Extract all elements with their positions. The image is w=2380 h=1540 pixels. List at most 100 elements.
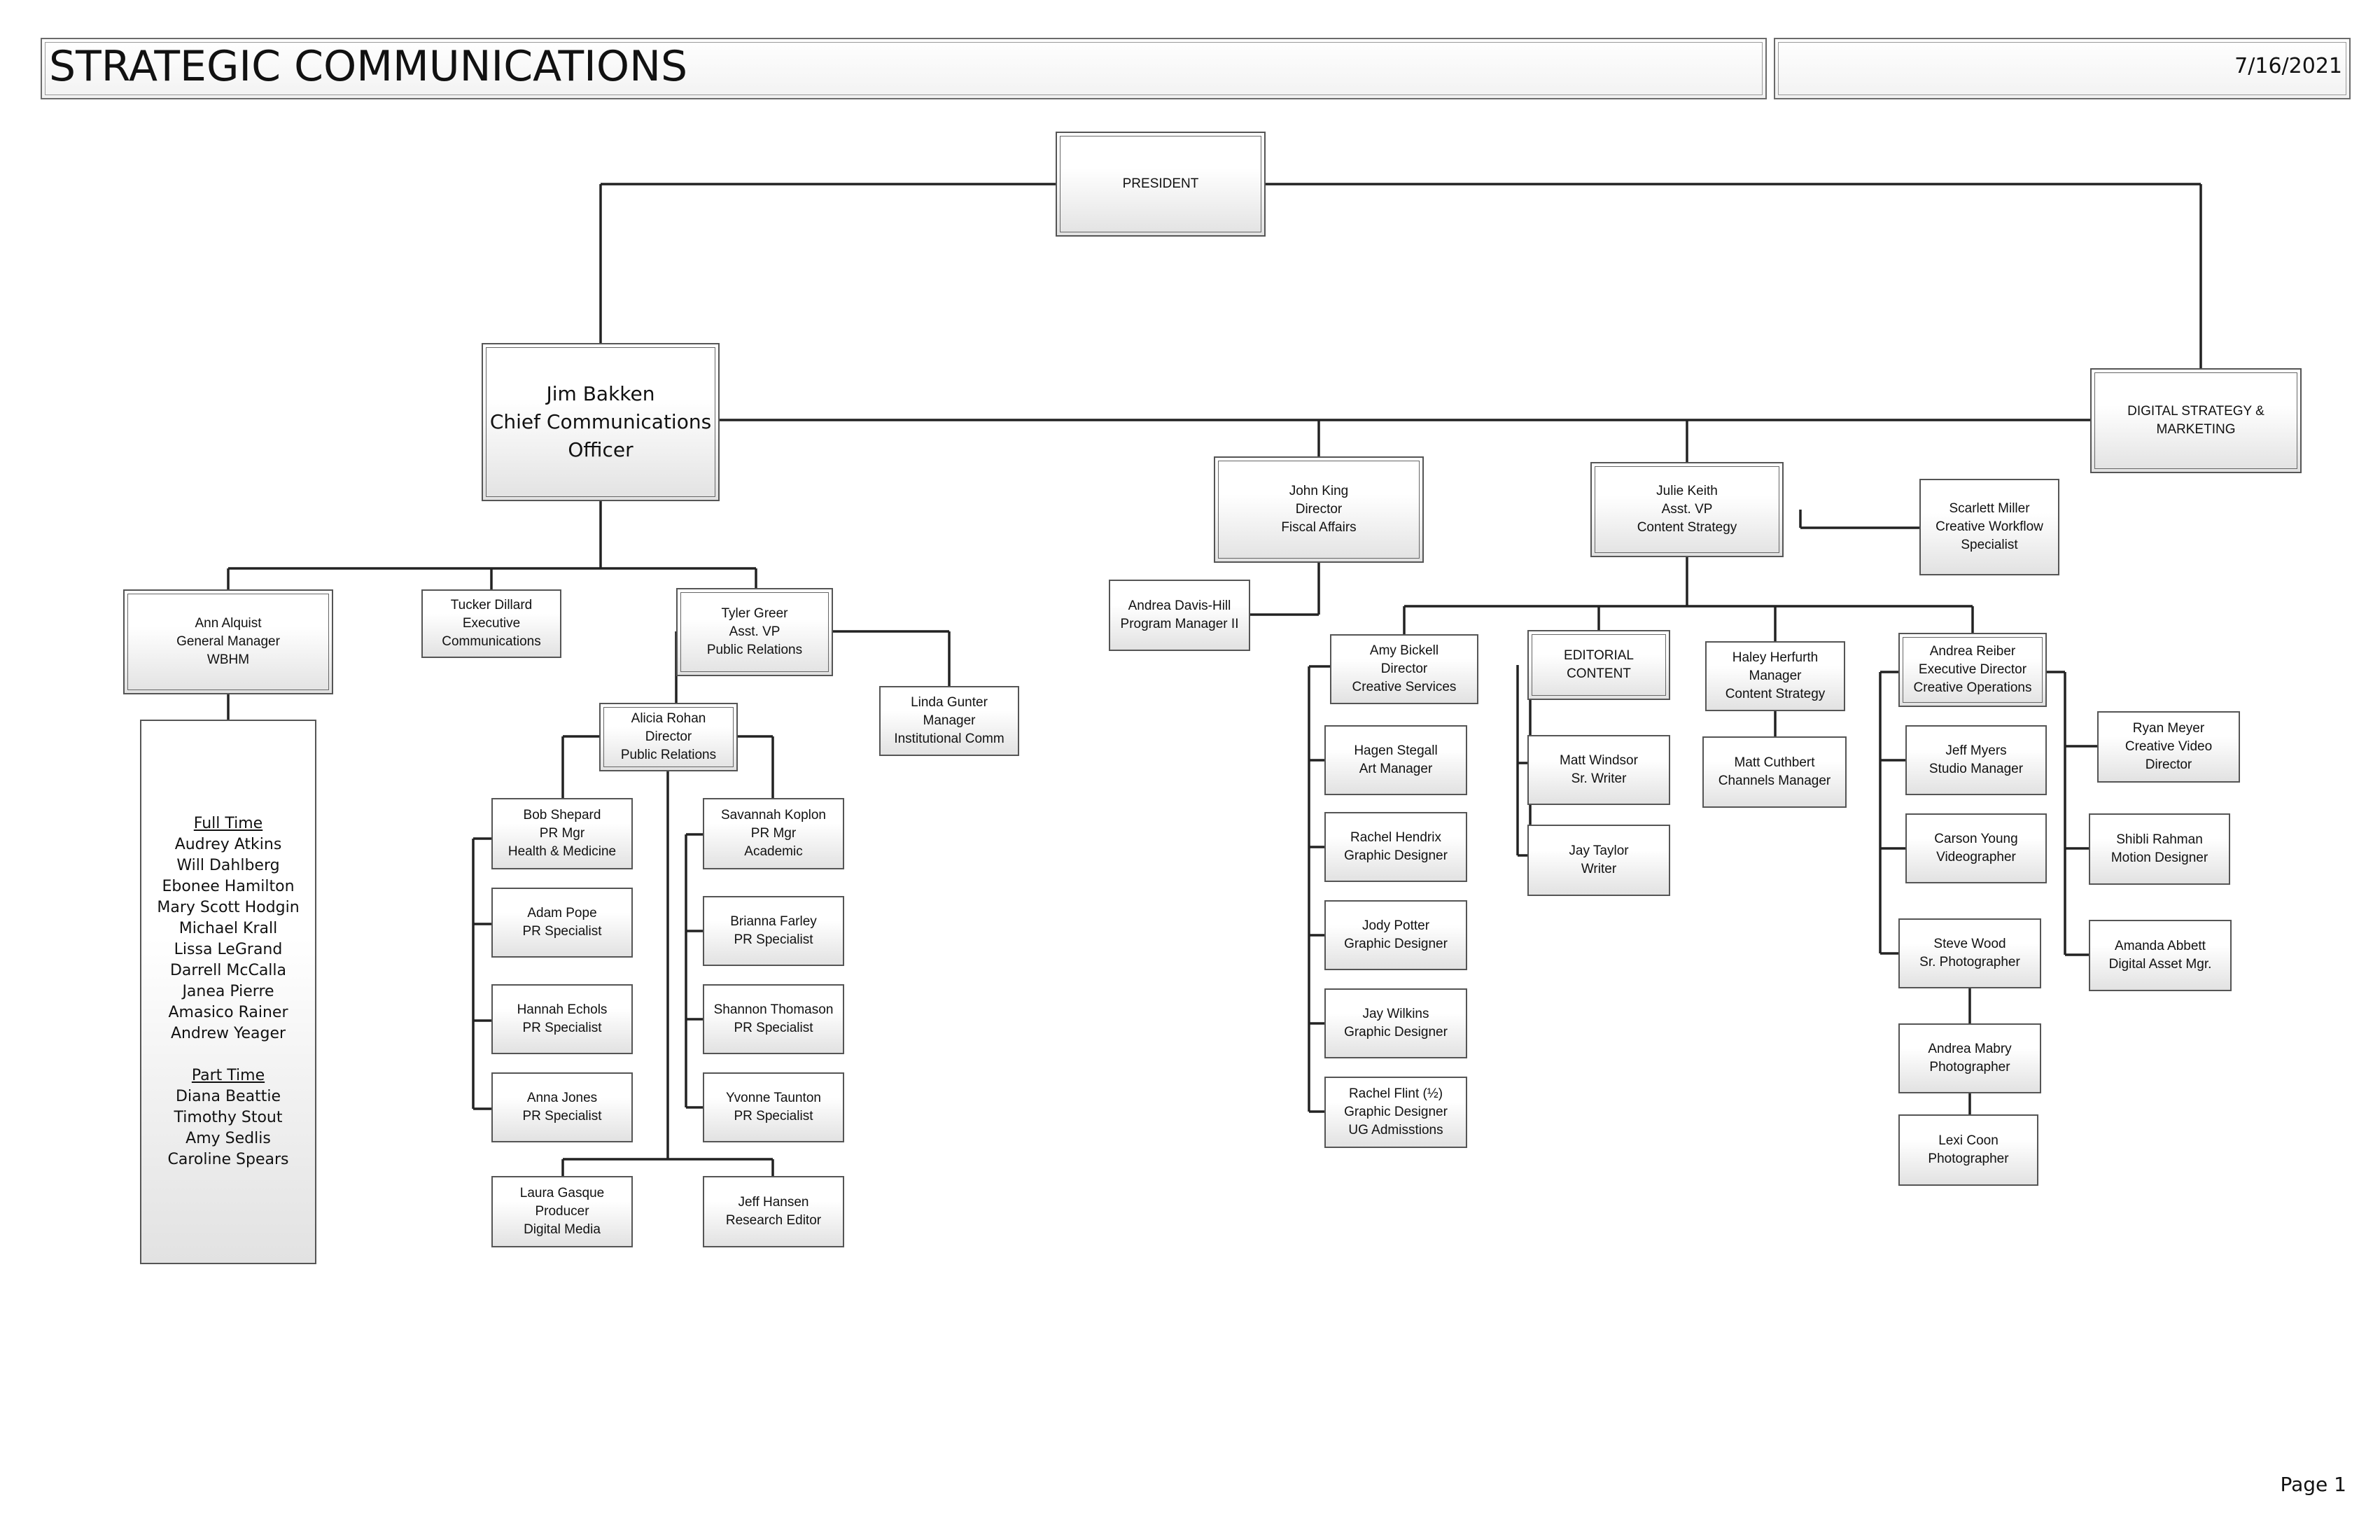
staff-member: Michael Krall bbox=[178, 920, 278, 937]
davishill-label: Andrea Davis-Hill Program Manager II bbox=[1120, 598, 1239, 631]
taylor-box: Jay Taylor Writer bbox=[1527, 825, 1670, 896]
gasque-label: Laura Gasque Producer Digital Media bbox=[519, 1186, 605, 1237]
jones-box: Anna Jones PR Specialist bbox=[491, 1072, 633, 1142]
president-label: PRESIDENT bbox=[1122, 176, 1199, 191]
wbhm-staff-list: Full Time Audrey Atkins Will Dahlberg Eb… bbox=[140, 720, 316, 1264]
abbett-label: Amanda Abbett Digital Asset Mgr. bbox=[2108, 939, 2212, 972]
gunter-label: Linda Gunter Manager Institutional Comm bbox=[894, 695, 1004, 746]
page-date: 7/16/2021 bbox=[2234, 54, 2342, 78]
stegall-box: Hagen Stegall Art Manager bbox=[1324, 725, 1467, 795]
bickell-label: Amy Bickell Director Creative Services bbox=[1352, 643, 1457, 694]
echols-box: Hannah Echols PR Specialist bbox=[491, 984, 633, 1054]
staff-member: Mary Scott Hodgin bbox=[157, 899, 300, 916]
thomason-box: Shannon Thomason PR Specialist bbox=[703, 984, 844, 1054]
stegall-label: Hagen Stegall Art Manager bbox=[1354, 743, 1438, 776]
staff-member: Will Dahlberg bbox=[176, 857, 280, 874]
windsor-box: Matt Windsor Sr. Writer bbox=[1527, 735, 1670, 805]
king-box: John King Director Fiscal Affairs bbox=[1214, 456, 1424, 563]
keith-label: Julie Keith Asst. VP Content Strategy bbox=[1637, 484, 1737, 535]
alquist-box: Ann Alquist General Manager WBHM bbox=[123, 589, 333, 694]
dillard-box: Tucker Dillard Executive Communications bbox=[421, 589, 561, 658]
young-box: Carson Young Videographer bbox=[1905, 813, 2047, 883]
koplon-box: Savannah Koplon PR Mgr Academic bbox=[703, 798, 844, 869]
potter-box: Jody Potter Graphic Designer bbox=[1324, 900, 1467, 970]
cuthbert-box: Matt Cuthbert Channels Manager bbox=[1702, 736, 1847, 808]
wilkins-label: Jay Wilkins Graphic Designer bbox=[1344, 1007, 1448, 1040]
alquist-label: Ann Alquist General Manager WBHM bbox=[176, 616, 280, 667]
pope-label: Adam Pope PR Specialist bbox=[522, 906, 602, 939]
page-title: STRATEGIC COMMUNICATIONS bbox=[49, 42, 688, 91]
title-bar: STRATEGIC COMMUNICATIONS bbox=[41, 38, 1767, 99]
farley-label: Brianna Farley PR Specialist bbox=[730, 914, 817, 947]
wood-label: Steve Wood Sr. Photographer bbox=[1919, 937, 2020, 969]
herfurth-box: Haley Herfurth Manager Content Strategy bbox=[1705, 641, 1845, 711]
staff-member: Ebonee Hamilton bbox=[162, 878, 295, 895]
taunton-box: Yvonne Taunton PR Specialist bbox=[703, 1072, 844, 1142]
myers-box: Jeff Myers Studio Manager bbox=[1905, 725, 2047, 795]
digital-strategy-box: DIGITAL STRATEGY & MARKETING bbox=[2090, 368, 2302, 473]
digital-strategy-label: DIGITAL STRATEGY & MARKETING bbox=[2127, 404, 2264, 437]
cuthbert-label: Matt Cuthbert Channels Manager bbox=[1718, 755, 1831, 788]
greer-box: Tyler Greer Asst. VP Public Relations bbox=[676, 588, 833, 676]
davishill-box: Andrea Davis-Hill Program Manager II bbox=[1109, 580, 1250, 651]
president-box: PRESIDENT bbox=[1056, 132, 1266, 237]
meyer-box: Ryan Meyer Creative Video Director bbox=[2097, 711, 2240, 783]
editorial-box: EDITORIAL CONTENT bbox=[1527, 630, 1670, 700]
mabry-label: Andrea Mabry Photographer bbox=[1928, 1042, 2012, 1074]
staff-member: Amy Sedlis bbox=[186, 1130, 271, 1147]
potter-label: Jody Potter Graphic Designer bbox=[1344, 918, 1448, 951]
dillard-label: Tucker Dillard Executive Communications bbox=[442, 598, 541, 649]
cco-box: Jim Bakken Chief Communications Officer bbox=[482, 343, 720, 501]
wood-box: Steve Wood Sr. Photographer bbox=[1898, 918, 2041, 988]
rohan-label: Alicia Rohan Director Public Relations bbox=[620, 711, 717, 762]
flint-box: Rachel Flint (½) Graphic Designer UG Adm… bbox=[1324, 1077, 1467, 1148]
coon-box: Lexi Coon Photographer bbox=[1898, 1114, 2038, 1186]
staff-member: Andrew Yeager bbox=[170, 1025, 286, 1042]
flint-label: Rachel Flint (½) Graphic Designer UG Adm… bbox=[1344, 1086, 1448, 1138]
myers-label: Jeff Myers Studio Manager bbox=[1928, 743, 2024, 776]
coon-label: Lexi Coon Photographer bbox=[1928, 1133, 2009, 1166]
hansen-label: Jeff Hansen Research Editor bbox=[725, 1195, 822, 1228]
koplon-label: Savannah Koplon PR Mgr Academic bbox=[720, 808, 826, 859]
staff-member: Caroline Spears bbox=[167, 1151, 289, 1168]
staff-member: Darrell McCalla bbox=[169, 962, 287, 979]
meyer-label: Ryan Meyer Creative Video Director bbox=[2124, 721, 2213, 772]
staff-member: Janea Pierre bbox=[182, 983, 274, 1000]
reiber-box: Andrea Reiber Executive Director Creativ… bbox=[1898, 633, 2047, 707]
full-time-heading: Full Time bbox=[193, 815, 263, 832]
miller-box: Scarlett Miller Creative Workflow Specia… bbox=[1919, 479, 2059, 575]
pope-box: Adam Pope PR Specialist bbox=[491, 888, 633, 958]
keith-box: Julie Keith Asst. VP Content Strategy bbox=[1590, 462, 1784, 557]
echols-label: Hannah Echols PR Specialist bbox=[517, 1002, 608, 1035]
abbett-box: Amanda Abbett Digital Asset Mgr. bbox=[2089, 920, 2232, 991]
hansen-box: Jeff Hansen Research Editor bbox=[703, 1176, 844, 1247]
hendrix-box: Rachel Hendrix Graphic Designer bbox=[1324, 812, 1467, 882]
gunter-box: Linda Gunter Manager Institutional Comm bbox=[879, 686, 1019, 756]
page-number: Page 1 bbox=[2280, 1473, 2347, 1496]
thomason-label: Shannon Thomason PR Specialist bbox=[713, 1002, 834, 1035]
jones-label: Anna Jones PR Specialist bbox=[522, 1091, 602, 1124]
gasque-box: Laura Gasque Producer Digital Media bbox=[491, 1176, 633, 1247]
date-bar-frame bbox=[1778, 42, 2346, 95]
hendrix-label: Rachel Hendrix Graphic Designer bbox=[1344, 830, 1448, 863]
young-label: Carson Young Videographer bbox=[1934, 832, 2018, 864]
editorial-label: EDITORIAL CONTENT bbox=[1564, 648, 1634, 681]
cco-label: Jim Bakken Chief Communications Officer bbox=[489, 382, 712, 461]
king-label: John King Director Fiscal Affairs bbox=[1281, 484, 1357, 535]
staff-member: Audrey Atkins bbox=[174, 836, 282, 853]
mabry-box: Andrea Mabry Photographer bbox=[1898, 1023, 2041, 1093]
bickell-box: Amy Bickell Director Creative Services bbox=[1330, 634, 1478, 704]
title-bar-frame bbox=[45, 42, 1763, 95]
rahman-label: Shibli Rahman Motion Designer bbox=[2110, 832, 2208, 865]
herfurth-label: Haley Herfurth Manager Content Strategy bbox=[1725, 650, 1826, 701]
wilkins-box: Jay Wilkins Graphic Designer bbox=[1324, 988, 1467, 1058]
taylor-label: Jay Taylor Writer bbox=[1569, 844, 1629, 876]
date-bar: 7/16/2021 bbox=[1774, 38, 2351, 99]
list-spacer bbox=[157, 1044, 299, 1065]
farley-box: Brianna Farley PR Specialist bbox=[703, 896, 844, 966]
miller-label: Scarlett Miller Creative Workflow Specia… bbox=[1935, 501, 2043, 552]
staff-member: Diana Beattie bbox=[176, 1088, 281, 1105]
staff-member: Amasico Rainer bbox=[168, 1004, 288, 1021]
reiber-label: Andrea Reiber Executive Director Creativ… bbox=[1913, 644, 2032, 695]
